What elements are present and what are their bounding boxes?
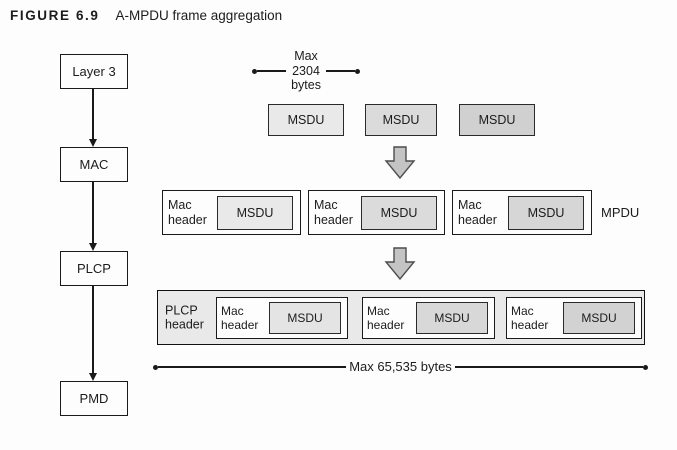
measure-endpoint-dot: [153, 364, 158, 370]
stack-box-plcp: PLCP: [60, 251, 128, 286]
arrow-head-icon: [89, 139, 97, 147]
measure-text-line: 2304: [292, 63, 320, 78]
measure-line: [257, 70, 287, 72]
max-2304-bytes-measure: Max 2304 bytes: [252, 46, 361, 96]
msdu-label: MSDU: [236, 205, 274, 220]
measure-text-line: Max: [294, 48, 318, 63]
mac-header-label: Mac header: [458, 197, 497, 227]
aggregated-mpdu-1: Mac header MSDU: [216, 297, 348, 339]
measure-text-line: bytes: [291, 78, 321, 93]
msdu-box: MSDU: [416, 302, 488, 334]
arrow-line: [92, 181, 94, 243]
mpdu-frame-1: Mac header MSDU: [162, 190, 301, 235]
max-65535-bytes-label: Max 65,535 bytes: [349, 359, 452, 375]
msdu-box: MSDU: [269, 302, 341, 334]
mac-header-label: Mac header: [367, 303, 405, 332]
stack-box-mac: MAC: [60, 147, 128, 182]
mac-header-label: Mac header: [511, 303, 549, 332]
aggregated-mpdu-2: Mac header MSDU: [362, 297, 495, 339]
stack-box-layer3-label: Layer 3: [72, 64, 116, 79]
msdu-label: MSDU: [527, 205, 565, 220]
msdu-box: MSDU: [563, 302, 635, 334]
measure-endpoint-dot: [643, 364, 648, 370]
block-arrow-down-icon: [384, 247, 416, 280]
stack-box-mac-label: MAC: [79, 157, 109, 172]
msdu-box: MSDU: [217, 195, 293, 230]
max-65535-bytes-measure: Max 65,535 bytes: [153, 358, 648, 376]
stack-box-pmd-label: PMD: [79, 391, 109, 406]
measure-line: [158, 366, 347, 368]
stack-box-plcp-label: PLCP: [77, 261, 111, 276]
msdu-label: MSDU: [287, 113, 325, 127]
figure-number: FIGURE 6.9: [10, 8, 100, 23]
figure-caption: FIGURE 6.9 A-MPDU frame aggregation: [10, 8, 282, 23]
measure-line: [454, 366, 643, 368]
mac-header-label: Mac header: [221, 303, 259, 332]
arrow-down-icon: [85, 181, 101, 251]
measure-line: [325, 70, 356, 72]
max-2304-bytes-label: Max 2304 bytes: [286, 49, 326, 93]
measure-endpoint-dot: [355, 68, 361, 74]
arrow-head-icon: [89, 243, 97, 251]
arrow-head-icon: [89, 373, 97, 381]
mac-header-label: Mac header: [168, 197, 207, 227]
measure-endpoint-dot: [252, 68, 257, 74]
arrow-down-icon: [85, 285, 101, 381]
mpdu-row-label: MPDU: [601, 205, 640, 220]
msdu-label: MSDU: [380, 205, 418, 220]
block-arrow-down-icon: [384, 146, 416, 179]
msdu-label: MSDU: [382, 113, 420, 127]
ampdu-aggregate-box: PLCP header Mac header MSDU Mac header M…: [157, 290, 645, 345]
arrow-line: [92, 88, 94, 139]
msdu-label: MSDU: [478, 113, 516, 127]
msdu-box-1: MSDU: [268, 104, 344, 136]
msdu-label: MSDU: [434, 311, 470, 325]
msdu-box-2: MSDU: [365, 104, 437, 136]
aggregated-mpdu-3: Mac header MSDU: [506, 297, 642, 339]
plcp-header-label: PLCP header: [165, 302, 204, 332]
msdu-box: MSDU: [508, 195, 584, 230]
stack-box-layer3: Layer 3: [60, 54, 128, 89]
mpdu-frame-3: Mac header MSDU: [452, 190, 592, 235]
msdu-box: MSDU: [361, 195, 437, 230]
stack-box-pmd: PMD: [60, 381, 128, 416]
mpdu-frame-2: Mac header MSDU: [308, 190, 445, 235]
figure-title: A-MPDU frame aggregation: [115, 8, 283, 23]
arrow-down-icon: [85, 88, 101, 147]
msdu-box-3: MSDU: [459, 104, 535, 136]
msdu-label: MSDU: [287, 311, 323, 325]
arrow-line: [92, 285, 94, 373]
mac-header-label: Mac header: [314, 197, 353, 227]
msdu-label: MSDU: [581, 311, 617, 325]
